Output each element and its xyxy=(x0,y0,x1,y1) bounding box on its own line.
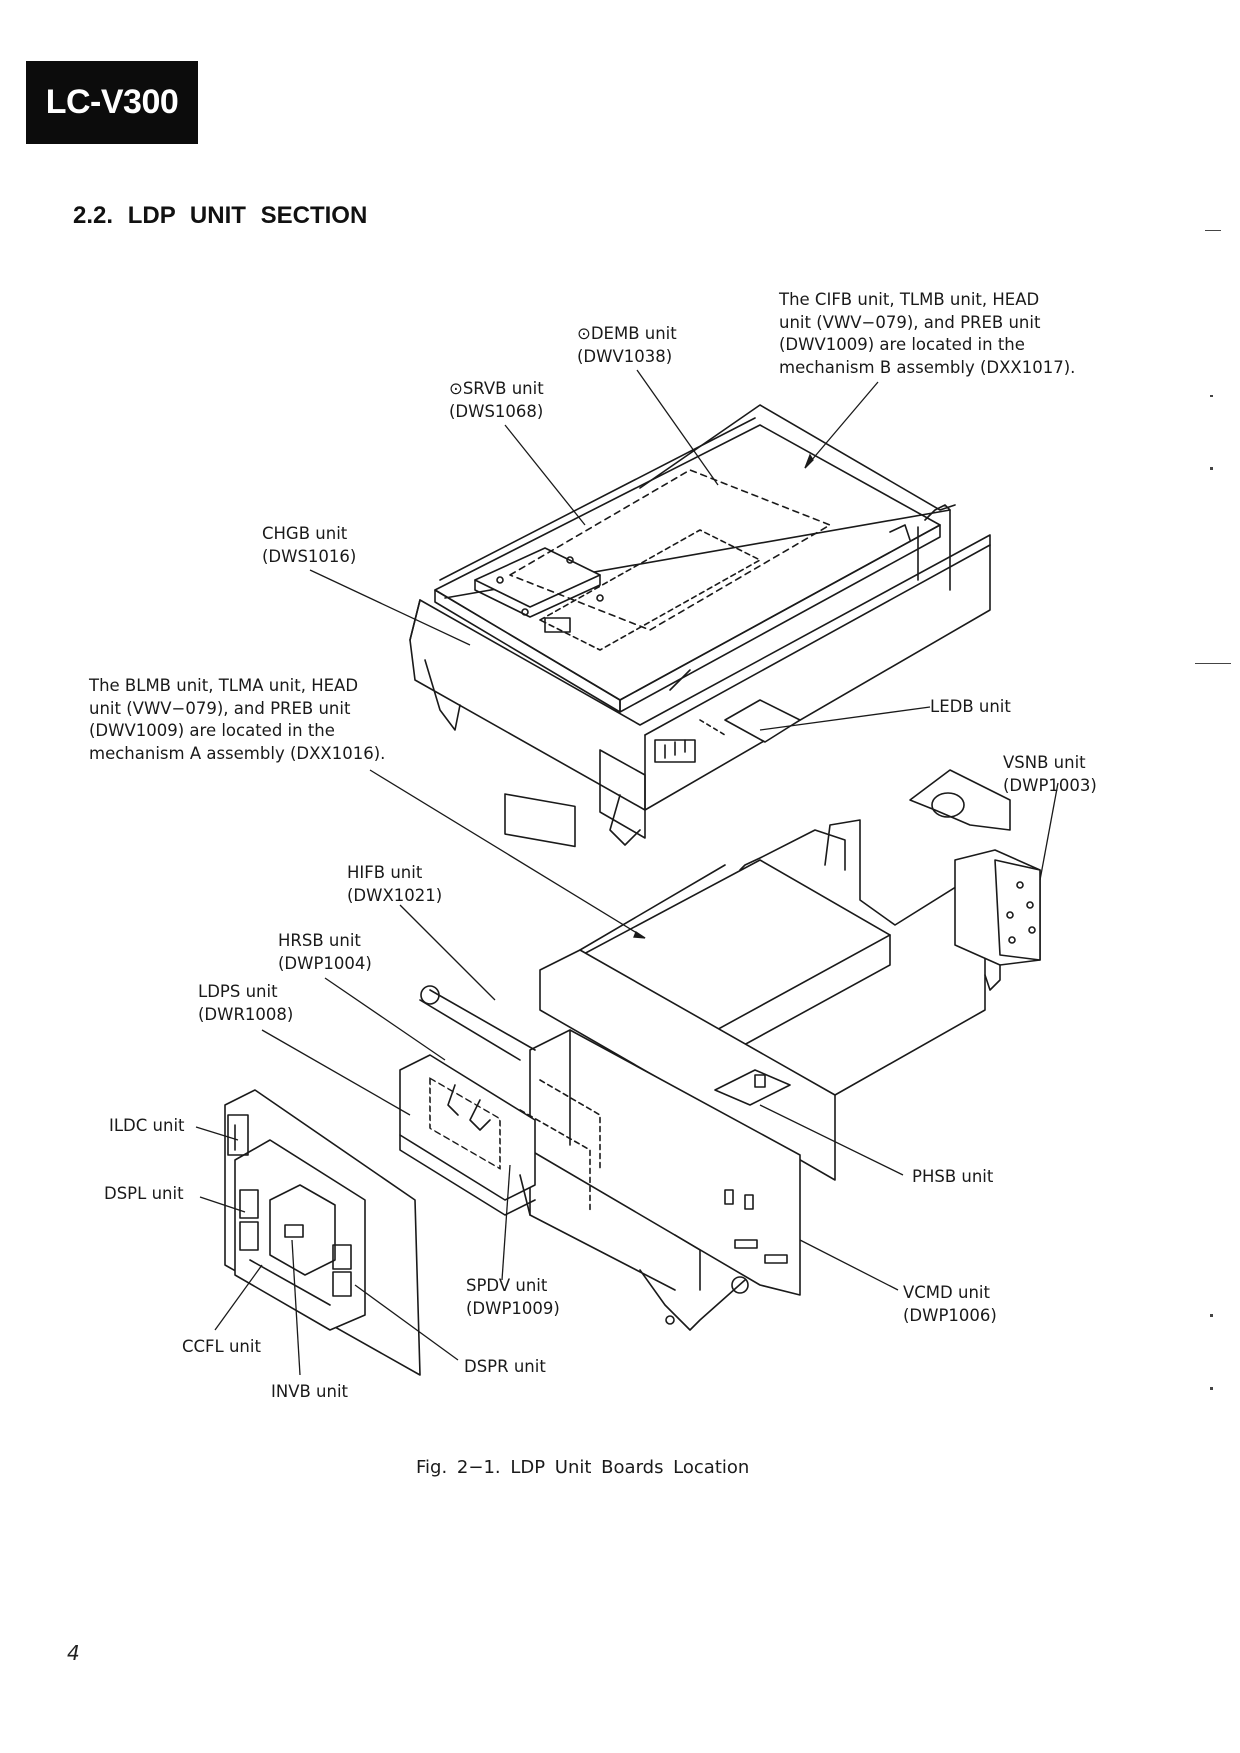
leader-note-a xyxy=(369,769,646,939)
label-ledb-unit: LEDB unit xyxy=(930,697,1011,716)
leader-dspr xyxy=(354,1284,459,1361)
label-phsb-unit: PHSB unit xyxy=(912,1167,994,1186)
label-hrsb-unit: HRSB unit(DWP1004) xyxy=(278,931,372,973)
display-panel xyxy=(224,1089,421,1376)
scan-mark xyxy=(1210,1387,1213,1390)
leader-invb xyxy=(291,1239,301,1376)
leader-ccfl xyxy=(214,1264,263,1331)
scan-mark xyxy=(1210,395,1213,397)
scan-mark xyxy=(1210,467,1213,470)
scan-mark xyxy=(1205,230,1221,231)
model-badge: LC-V300 xyxy=(26,61,198,144)
leader-note-b xyxy=(804,381,879,469)
label-demb-unit: ⊙DEMB unit(DWV1038) xyxy=(577,324,677,366)
leader-dspl xyxy=(199,1196,246,1213)
page-number: 4 xyxy=(67,1641,80,1665)
scan-mark xyxy=(1210,1314,1213,1317)
leader-chgb xyxy=(309,569,471,646)
label-ildc-unit: ILDC unit xyxy=(109,1116,185,1135)
label-invb-unit: INVB unit xyxy=(271,1382,349,1401)
section-title: 2.2. LDP UNIT SECTION xyxy=(73,202,368,229)
label-dspr-unit: DSPR unit xyxy=(464,1357,546,1376)
leader-demb xyxy=(636,369,719,486)
label-vcmd-unit: VCMD unit(DWP1006) xyxy=(903,1283,997,1325)
leader-vsnb xyxy=(1039,782,1059,881)
label-ccfl-unit: CCFL unit xyxy=(182,1337,261,1356)
label-dspl-unit: DSPL unit xyxy=(104,1184,184,1203)
mechanism-b-assembly xyxy=(409,404,991,848)
label-ldps-unit: LDPS unit(DWR1008) xyxy=(198,982,294,1024)
label-srvb-unit: ⊙SRVB unit(DWS1068) xyxy=(449,379,544,421)
scan-mark xyxy=(1195,663,1231,664)
mechanism-a-assembly xyxy=(399,769,1041,1331)
leader-ildc xyxy=(195,1126,239,1141)
leader-vcmd xyxy=(799,1239,899,1291)
leader-ldps xyxy=(261,1029,411,1116)
label-spdv-unit: SPDV unit(DWP1009) xyxy=(466,1276,560,1318)
label-vsnb-unit: VSNB unit(DWP1003) xyxy=(1003,753,1097,795)
leader-phsb xyxy=(759,1104,904,1176)
label-chgb-unit: CHGB unit(DWS1016) xyxy=(262,524,357,566)
leader-ledb xyxy=(759,706,931,731)
label-hifb-unit: HIFB unit(DWX1021) xyxy=(347,863,443,905)
leader-hrsb xyxy=(324,977,446,1061)
leader-hifb xyxy=(399,904,496,1001)
leader-spdv xyxy=(501,1164,511,1281)
figure-caption: Fig. 2−1. LDP Unit Boards Location xyxy=(416,1457,750,1478)
leader-srvb xyxy=(504,424,586,526)
